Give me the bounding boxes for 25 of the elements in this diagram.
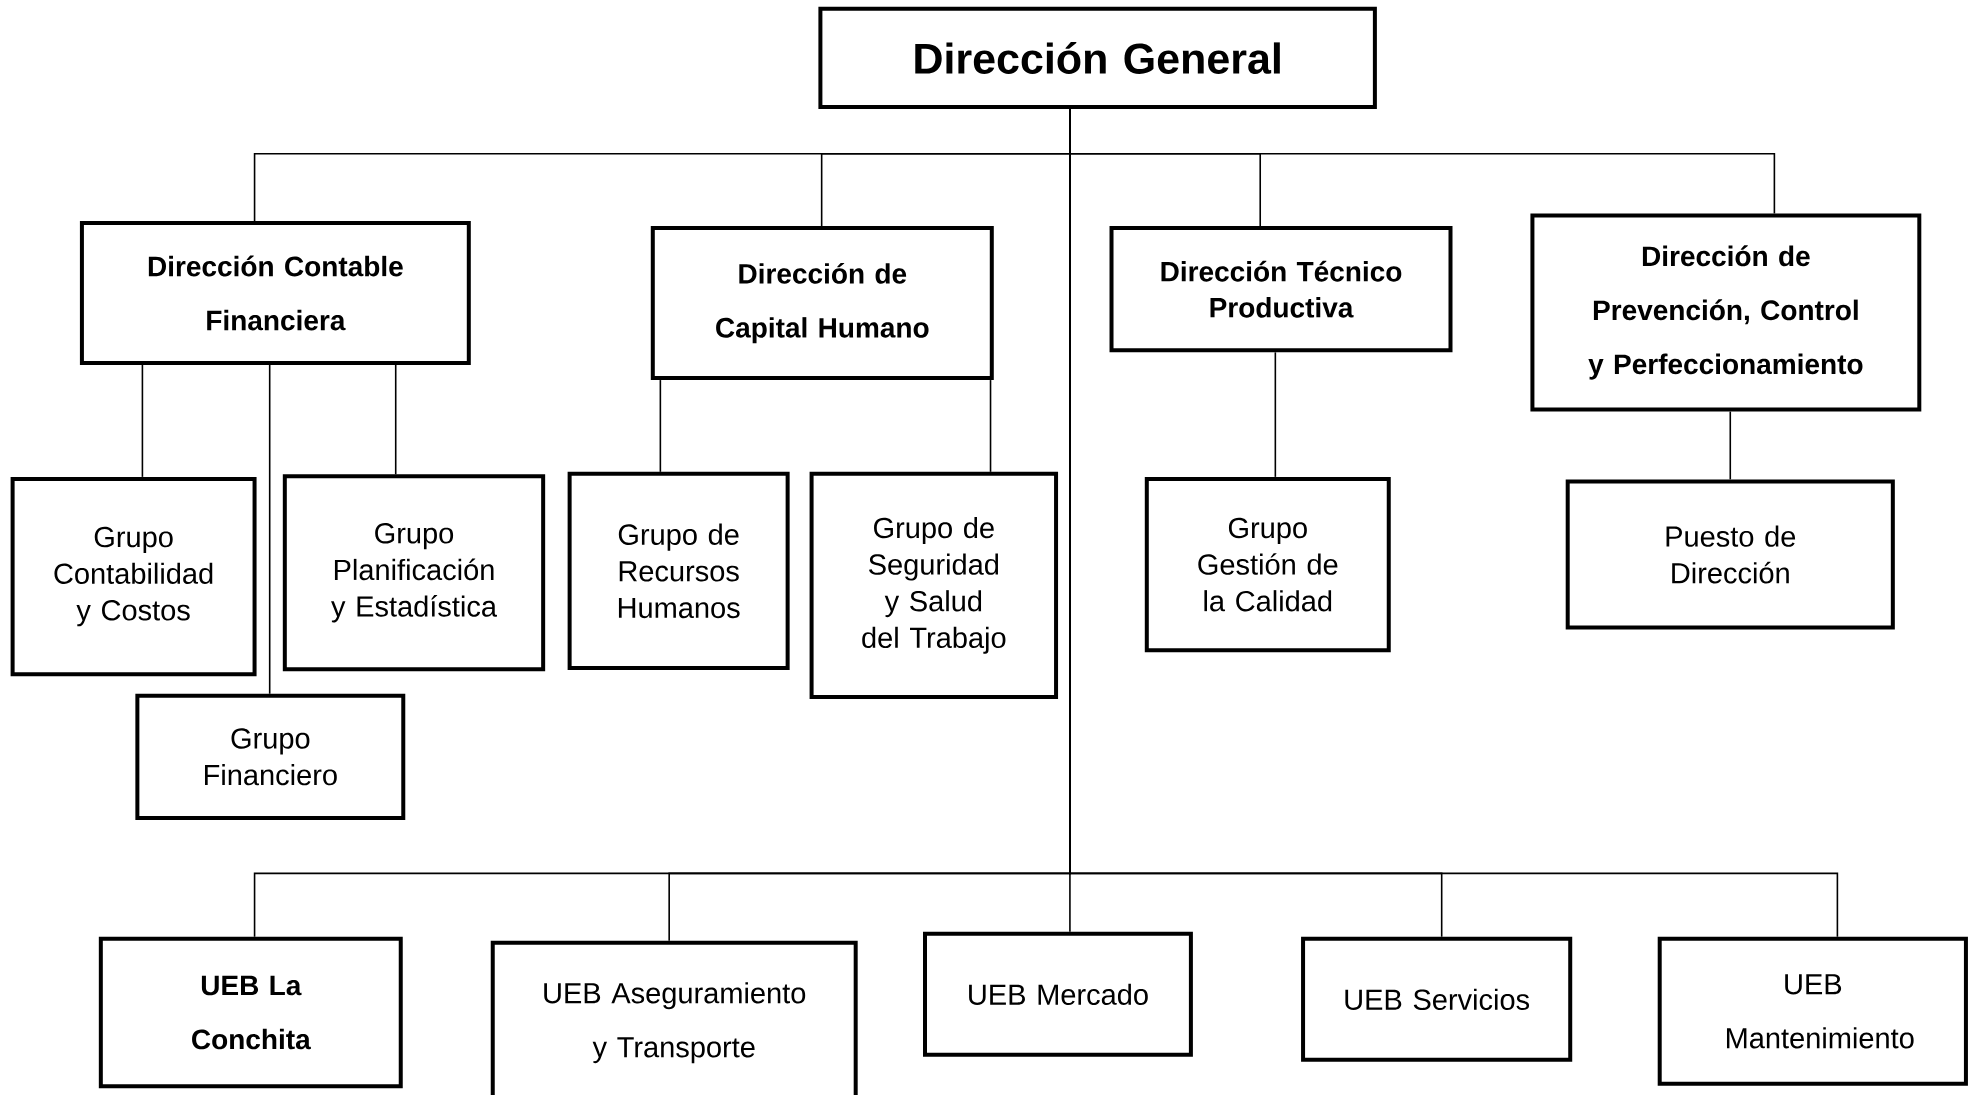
unit-box: UEB Mantenimiento [1657, 936, 1968, 1086]
department-box: Dirección Contable Financiera [79, 221, 471, 365]
group-box: Grupo de Recursos Humanos [567, 471, 790, 670]
unit-box: UEB La Conchita [98, 936, 403, 1089]
connector-line [1729, 410, 1732, 481]
department-box: Dirección de Prevención, Control y Perfeccionamiento [1530, 213, 1922, 412]
connector-line [659, 379, 662, 473]
connector-line [394, 364, 397, 476]
department-box: Dirección de Capital Humano [650, 226, 994, 380]
unit-box: UEB Mercado [923, 931, 1193, 1057]
connector-line [989, 379, 992, 473]
connector-line [1069, 108, 1839, 938]
connector-line [268, 364, 271, 695]
group-box: Grupo Gestión de la Calidad [1144, 476, 1391, 653]
connector-line [1274, 351, 1277, 478]
unit-box: UEB Servicios [1301, 936, 1573, 1062]
group-box: Grupo de Seguridad y Salud del Trabajo [809, 471, 1059, 699]
group-box: Grupo Financiero [135, 693, 406, 820]
group-box: Grupo Contabilidad y Costos [10, 476, 257, 677]
connector-line [141, 364, 144, 478]
department-box: Dirección Técnico Productiva [1109, 226, 1453, 353]
title-box: Dirección General [818, 6, 1377, 110]
unit-box: UEB Aseguramiento y Transporte [490, 940, 858, 1095]
position-box: Puesto de Dirección [1565, 479, 1895, 630]
group-box: Grupo Planificación y Estadística [282, 474, 546, 672]
